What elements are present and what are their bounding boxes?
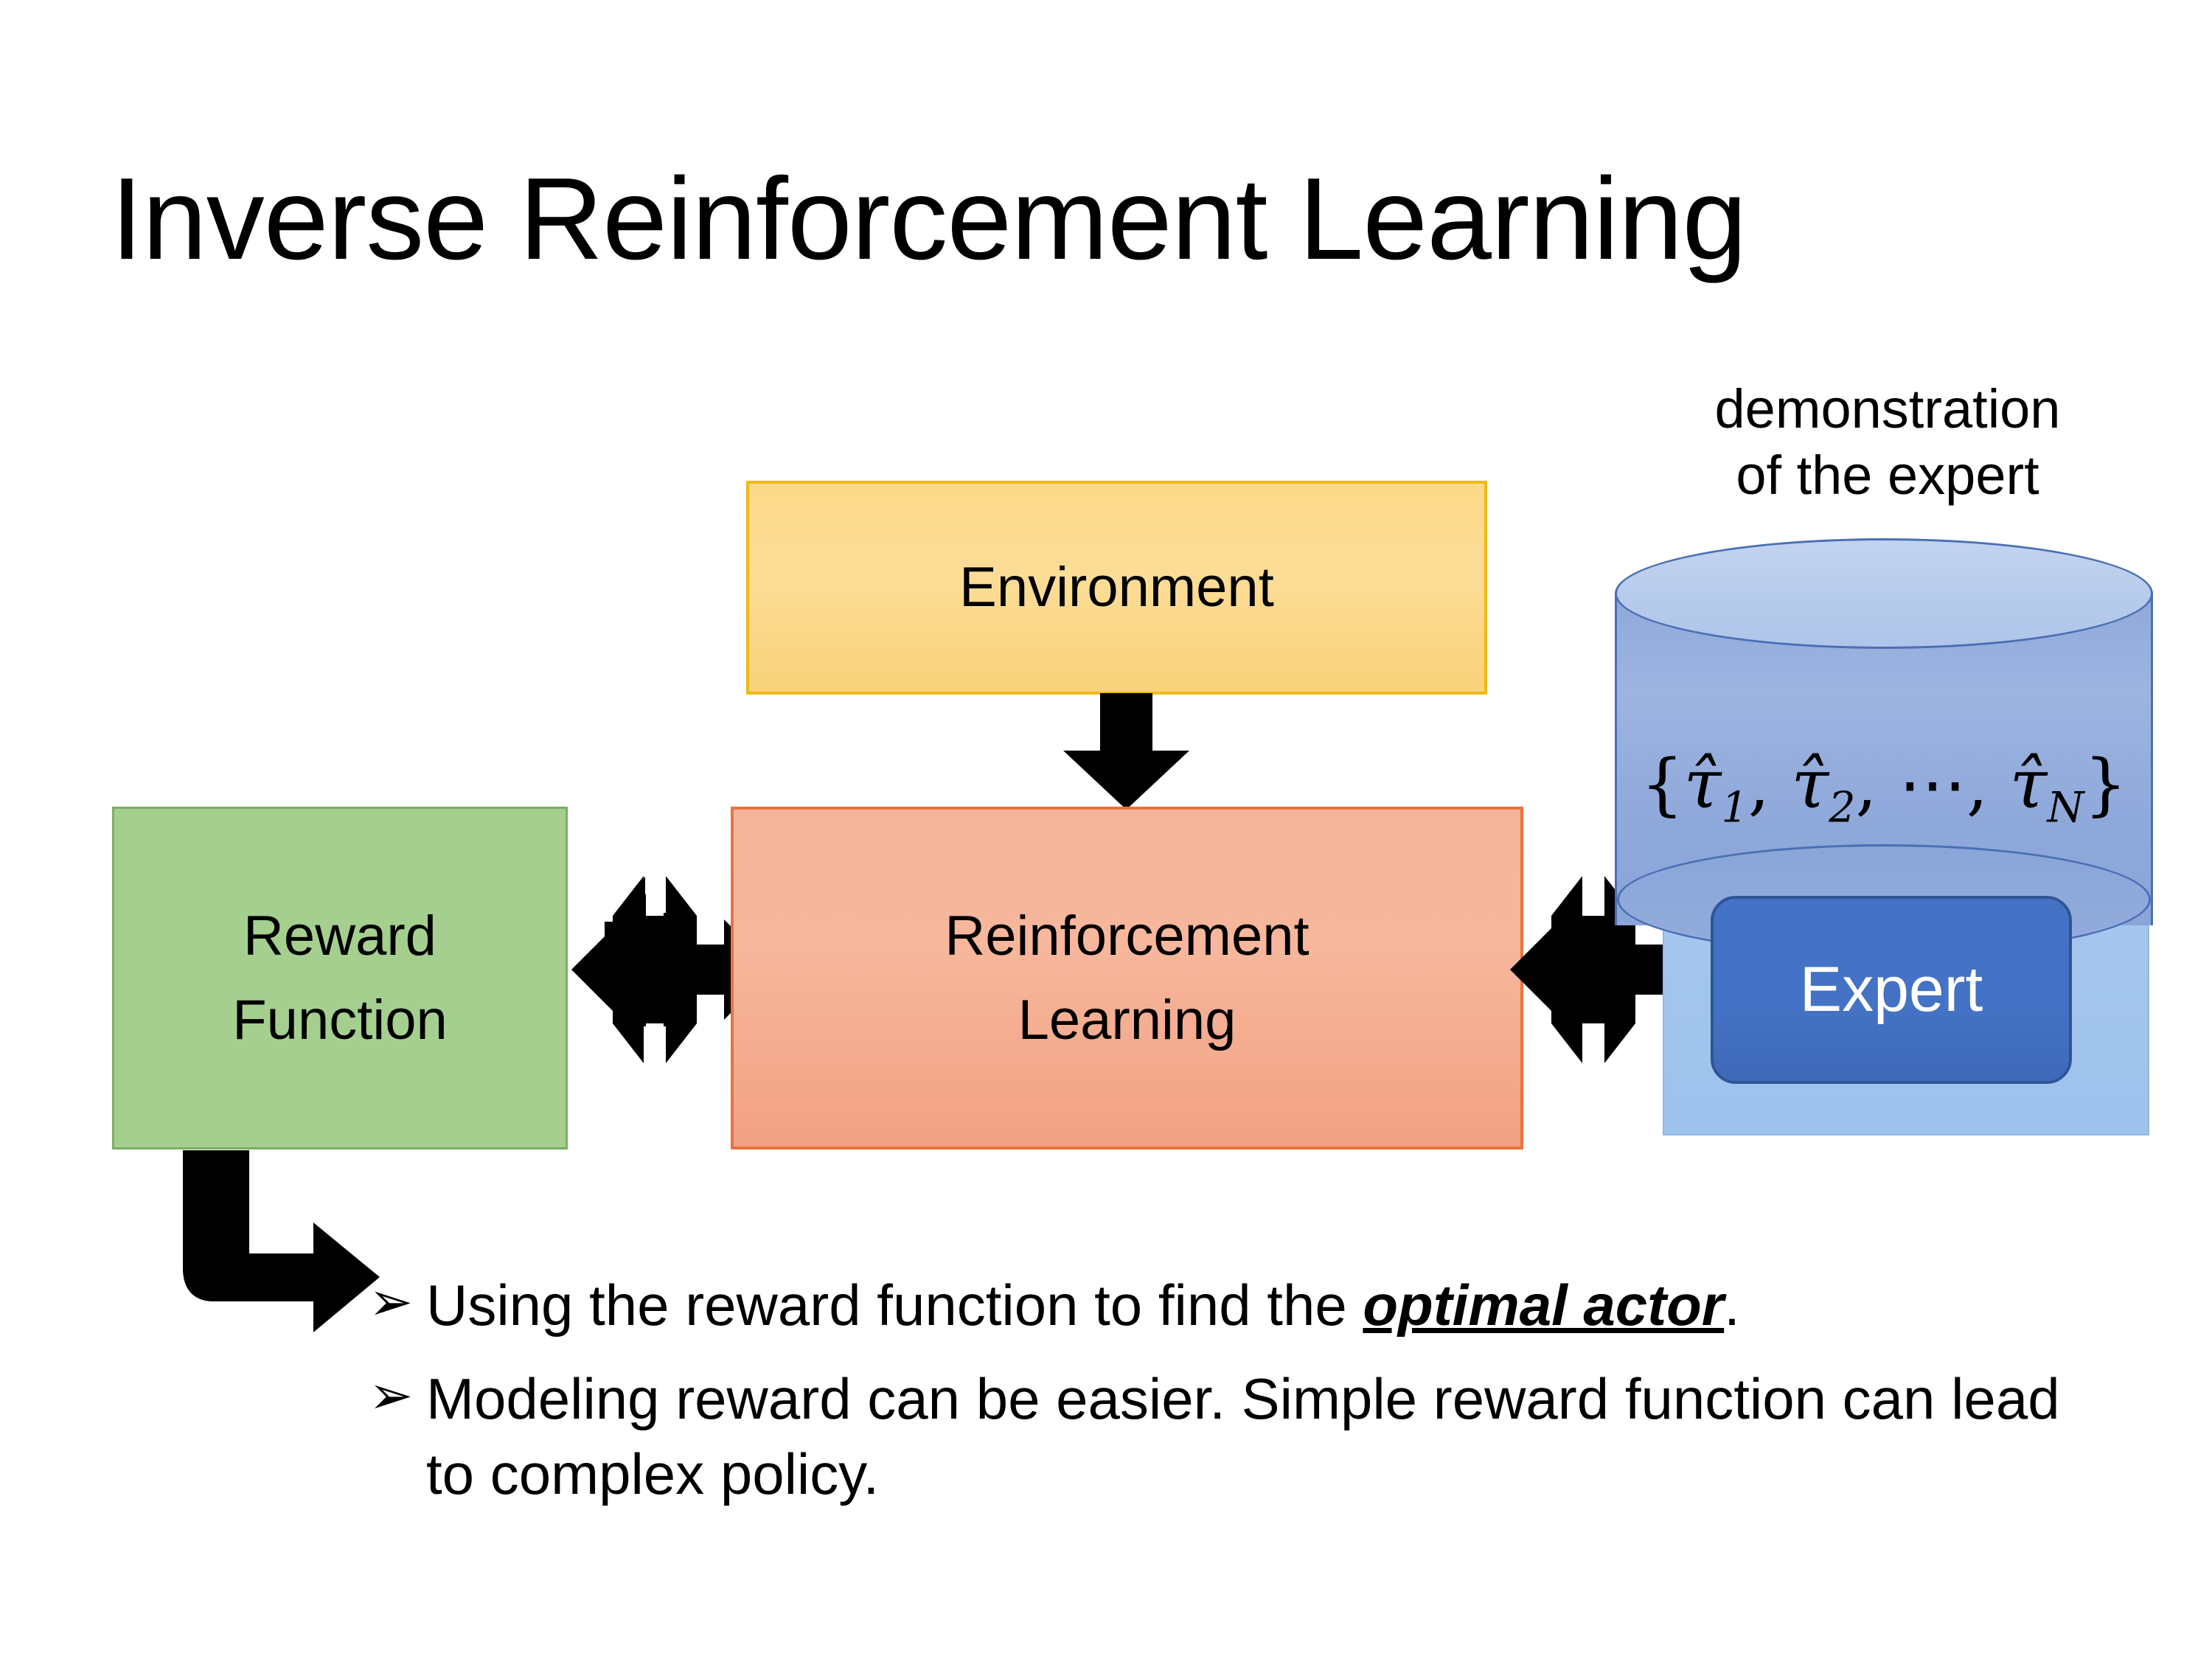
formula-sep-2: , ⋯, [1855,745,2010,824]
arrow-rl-to-expert [1510,870,1713,1069]
expert-label: Expert [1799,954,1983,1025]
arrow-reward-to-bullets [183,1150,380,1332]
formula-sub-1: 1 [1721,783,1748,832]
rl-label-line1: Reinforcement [945,904,1310,967]
rl-label-line2: Learning [1018,988,1237,1051]
bullet-marker-icon: ➢ [369,1366,414,1426]
demonstration-caption: demonstration of the expert [1637,376,2138,509]
arrow-environment-to-rl [1063,693,1189,810]
bullet-2-text-before: Modeling reward can be easier. Simple re… [426,1366,2060,1506]
trajectory-set-formula: {τ̂1, τ̂2, ⋯, τ̂N} [1615,745,2153,832]
expert-box: Expert [1711,896,2072,1084]
bullet-1-emphasis: optimal actor [1363,1273,1725,1338]
demonstration-caption-line1: demonstration [1714,378,2061,439]
demonstration-caption-line2: of the expert [1736,445,2039,507]
environment-label: Environment [959,556,1274,619]
bullet-text-2: Modeling reward can be easier. Simple re… [426,1362,2079,1512]
list-item: ➢ Modeling reward can be easier. Simple … [369,1362,2079,1512]
formula-tau-n: τ̂ [2009,745,2048,824]
formula-tau-2: τ̂ [1791,745,1829,824]
formula-tau-1: τ̂ [1683,745,1722,824]
bullet-marker-icon: ➢ [369,1273,414,1332]
reinforcement-learning-box: Reinforcement Learning [731,807,1523,1150]
bullet-text-1: Using the reward function to find the op… [426,1268,2079,1343]
arrow-reward-to-rl [571,870,774,1069]
page-title: Inverse Reinforcement Learning [111,154,1747,284]
cylinder-body [1615,594,2153,955]
reward-function-box: Reward Function [112,807,568,1150]
reward-function-label-line1: Reward [243,904,437,967]
formula-sub-n: N [2047,783,2084,832]
formula-sub-2: 2 [1829,783,1856,832]
bullet-1-text-before: Using the reward function to find the [426,1273,1363,1338]
cylinder-top-ellipse [1615,538,2153,649]
formula-close-brace: } [2084,745,2127,824]
reward-function-label-line2: Function [232,988,448,1051]
formula-sep-1: , [1747,745,1792,824]
demonstration-cylinder: {τ̂1, τ̂2, ⋯, τ̂N} [1615,538,2153,955]
bullet-list: ➢ Using the reward function to find the … [369,1268,2079,1531]
bullet-1-text-after: . [1724,1273,1740,1338]
formula-open-brace: { [1641,745,1684,824]
list-item: ➢ Using the reward function to find the … [369,1268,2079,1343]
environment-box: Environment [746,481,1487,695]
